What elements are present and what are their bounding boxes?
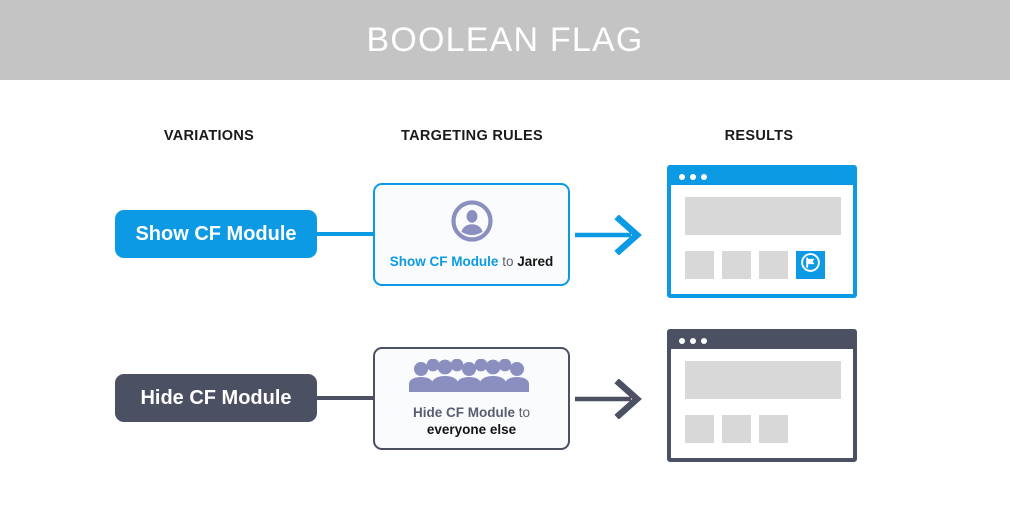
crowd-of-people-icon bbox=[405, 358, 539, 398]
rule-target: Jared bbox=[517, 253, 554, 269]
rule-connector: to bbox=[502, 253, 514, 269]
window-dot-close-icon bbox=[679, 338, 685, 344]
window-dot-maximize-icon bbox=[701, 174, 707, 180]
column-heading-targeting-rules: TARGETING RULES bbox=[401, 128, 543, 144]
targeting-rule-card-show[interactable]: Show CF Module to Jared bbox=[373, 183, 570, 286]
result-browser-window-show[interactable] bbox=[667, 165, 857, 298]
flow-arrow-row-1 bbox=[575, 214, 649, 256]
browser-titlebar bbox=[671, 169, 853, 185]
content-tile bbox=[759, 251, 788, 279]
content-tile bbox=[685, 251, 714, 279]
variation-pill-show[interactable]: Show CF Module bbox=[115, 210, 317, 258]
browser-content bbox=[671, 185, 853, 294]
rule-subject: Show CF Module bbox=[389, 253, 499, 269]
content-tile-row bbox=[685, 415, 841, 443]
window-dot-close-icon bbox=[679, 174, 685, 180]
window-dot-minimize-icon bbox=[690, 338, 696, 344]
rule-connector: to bbox=[518, 405, 531, 420]
content-placeholder-hero bbox=[685, 197, 841, 235]
variation-pill-label: Show CF Module bbox=[135, 222, 297, 245]
window-dot-minimize-icon bbox=[690, 174, 696, 180]
content-placeholder-hero bbox=[685, 361, 841, 399]
rule-target: everyone else bbox=[426, 422, 517, 437]
content-tile-row bbox=[685, 251, 841, 279]
content-tile bbox=[722, 415, 751, 443]
variation-pill-hide[interactable]: Hide CF Module bbox=[115, 374, 317, 422]
rule-subject: Hide CF Module bbox=[412, 405, 515, 420]
single-user-icon bbox=[450, 199, 493, 247]
page-title: BOOLEAN FLAG bbox=[366, 20, 644, 59]
content-tile bbox=[685, 415, 714, 443]
flow-arrow-row-2 bbox=[575, 378, 649, 420]
targeting-rule-text-show: Show CF Module to Jared bbox=[382, 253, 562, 270]
result-browser-window-hide[interactable] bbox=[667, 329, 857, 462]
window-dot-maximize-icon bbox=[701, 338, 707, 344]
column-heading-results: RESULTS bbox=[724, 128, 794, 144]
browser-titlebar bbox=[671, 333, 853, 349]
cf-flag-circle-icon bbox=[800, 252, 821, 278]
content-tile bbox=[722, 251, 751, 279]
connector-line-row-2 bbox=[313, 396, 375, 400]
connector-line-row-1 bbox=[313, 232, 375, 236]
targeting-rule-text-hide: Hide CF Module to everyone else bbox=[405, 404, 538, 438]
flag-row-show: Show CF Module Show CF Module to Jared bbox=[0, 165, 1010, 305]
variation-pill-label: Hide CF Module bbox=[140, 386, 292, 409]
content-tile-cf-module[interactable] bbox=[796, 251, 825, 279]
flag-row-hide: Hide CF Module Hide CF Module bbox=[0, 329, 1010, 469]
browser-content bbox=[671, 349, 853, 458]
column-heading-variations: VARIATIONS bbox=[163, 128, 255, 144]
targeting-rule-card-hide[interactable]: Hide CF Module to everyone else bbox=[373, 347, 570, 450]
content-tile bbox=[759, 415, 788, 443]
page-header: BOOLEAN FLAG bbox=[0, 0, 1010, 80]
